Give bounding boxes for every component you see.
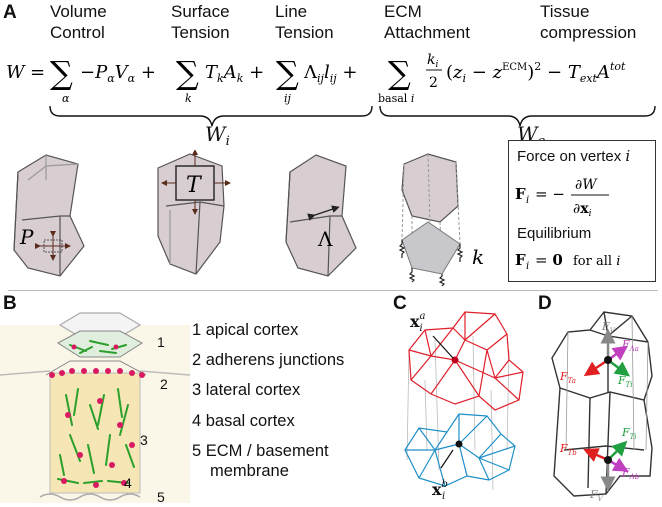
apical-vertex-label: xai [410, 311, 426, 334]
panel-a-letter: A [3, 2, 17, 23]
svg-text:∑: ∑ [176, 54, 199, 92]
svg-text:W: W [6, 62, 26, 83]
divider [8, 290, 658, 291]
svg-text:FTa: FTa [559, 370, 576, 385]
basal-vertex-label: xbi [432, 479, 448, 502]
force-formula: F i = − ∂W ∂xi [515, 177, 609, 219]
svg-text:FTi: FTi [617, 374, 633, 389]
legend-item-3: 3 lateral cortex [192, 381, 301, 399]
svg-text:−PαVα +: −PαVα + [80, 62, 156, 85]
tissue-schematic [0, 312, 190, 503]
force-box-title: Force on vertex i [517, 147, 631, 165]
svg-text:FV: FV [601, 320, 616, 335]
panel-d-letter: D [538, 293, 552, 314]
svg-text:TkAk +: TkAk + [205, 62, 264, 85]
callout-1: 1 [157, 334, 165, 350]
svg-text:basal i: basal i [378, 92, 414, 105]
energy-equation: W = ∑ α −PαVα + ∑ k TkAk + ∑ ij Λijlij +… [6, 52, 656, 127]
svg-text:i: i [526, 195, 529, 206]
panel-c-letter: C [393, 293, 407, 314]
svg-text:FTb: FTb [559, 442, 577, 457]
equilibrium-condition: F i = 0 for all i [515, 251, 620, 272]
volume-cell [13, 154, 85, 277]
svg-text:FΛb: FΛb [621, 466, 640, 481]
callout-2: 2 [160, 376, 168, 392]
line-tension-cell [285, 154, 357, 277]
cell-illustrations: P T Λ k [13, 150, 484, 287]
legend-item-5-cont: membrane [210, 462, 289, 480]
svg-text:∑: ∑ [50, 54, 73, 92]
svg-text:∂xi: ∂xi [573, 201, 592, 219]
svg-text:2: 2 [429, 75, 438, 91]
legend-item-4: 4 basal cortex [192, 412, 295, 430]
svg-text:FTi: FTi [621, 426, 637, 441]
svg-text:for all i: for all i [573, 254, 620, 269]
svg-text:Λijlij +: Λijlij + [303, 62, 357, 85]
legend-item-2: 2 adherens junctions [192, 351, 345, 369]
svg-text:∑: ∑ [276, 54, 299, 92]
svg-text:= −: = − [535, 185, 565, 203]
callout-4: 4 [124, 475, 132, 491]
panel-b-letter: B [3, 293, 17, 314]
svg-text:i: i [526, 261, 529, 272]
svg-text:k: k [185, 92, 192, 105]
spring-label: k [472, 245, 484, 269]
equilibrium-label: Equilibrium [517, 225, 592, 242]
svg-text:α: α [62, 92, 70, 105]
svg-text:ij: ij [284, 92, 292, 105]
svg-text:ki: ki [427, 52, 438, 70]
surface-tension-cell [157, 153, 225, 275]
force-box: Force on vertex i F i = − ∂W ∂xi Equilib… [508, 140, 656, 282]
svg-text:F: F [515, 185, 526, 203]
legend-item-5: 5 ECM / basement [192, 442, 329, 460]
svg-text:= 0: = 0 [535, 251, 563, 269]
line-tension-label: Λ [317, 227, 333, 251]
svg-text:(zi − zECM)2 − TextAtot: (zi − zECM)2 − TextAtot [446, 60, 626, 85]
svg-text:=: = [30, 62, 45, 83]
mesh-cell-cluster [404, 311, 524, 491]
svg-text:∑: ∑ [388, 54, 411, 92]
force-diagram-cells: FV FΛa FTa FTi FTi FTb FΛb FV [551, 311, 653, 503]
svg-text:FV: FV [589, 488, 604, 503]
brace-label-wi: Wi [205, 122, 230, 149]
legend-item-1: 1 apical cortex [192, 321, 299, 339]
pressure-label: P [19, 225, 34, 249]
callout-3: 3 [140, 432, 148, 448]
callout-5: 5 [157, 489, 165, 505]
tension-label: T [186, 173, 203, 198]
svg-text:F: F [515, 251, 526, 269]
svg-text:∂W: ∂W [575, 177, 598, 193]
